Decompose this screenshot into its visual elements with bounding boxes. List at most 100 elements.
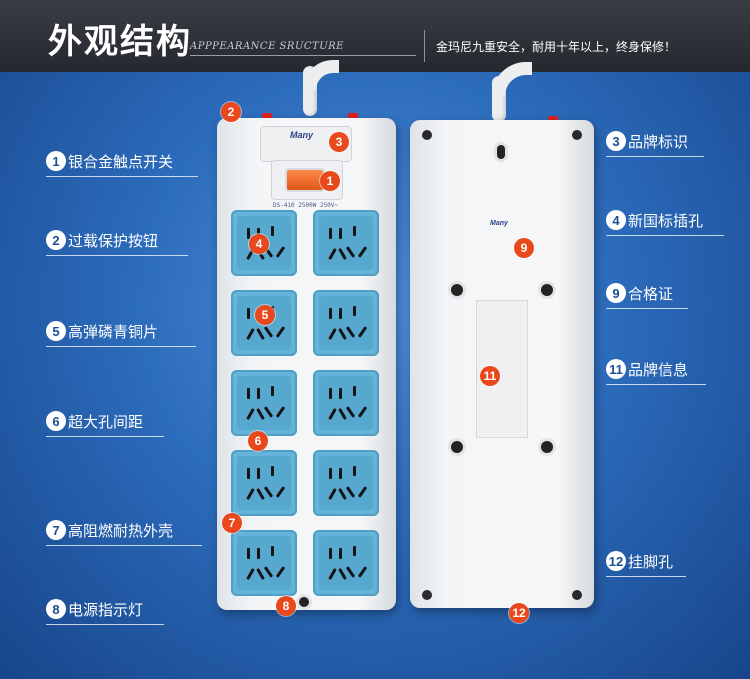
socket-pin-hole: [256, 408, 265, 420]
socket-pin-hole: [353, 226, 356, 236]
socket-pin-hole: [329, 548, 332, 559]
outlet-face: [319, 296, 373, 350]
socket-pin-hole: [247, 548, 250, 559]
screw: [572, 590, 582, 600]
label-text: 过载保护按钮: [68, 231, 159, 250]
label-text: 品牌标识: [628, 132, 689, 151]
label-number: 2: [46, 230, 66, 250]
socket-pin-hole: [339, 548, 342, 559]
header-slogan: 金玛尼九重安全，耐用十年以上，终身保修！: [436, 40, 677, 54]
socket-pin-hole: [275, 326, 286, 338]
socket-pin-hole: [329, 468, 332, 479]
outlet: [313, 210, 379, 276]
mount-hole: [451, 284, 463, 296]
power-strip-back: Many: [410, 120, 594, 608]
socket-pin-hole: [328, 568, 337, 580]
label-underline: [606, 308, 688, 309]
socket-pin-hole: [256, 488, 265, 500]
label-bronze: 5 高弹磷青铜片: [46, 318, 158, 344]
socket-pin-hole: [271, 546, 274, 556]
socket-pin-hole: [353, 386, 356, 396]
socket-pin-hole: [338, 488, 347, 500]
label-text: 电源指示灯: [68, 600, 144, 619]
brand-logo: Many: [290, 130, 314, 140]
socket-pin-hole: [329, 228, 332, 239]
label-overload: 2 过载保护按钮: [46, 227, 158, 253]
socket-pin-hole: [247, 308, 250, 319]
socket-pin-hole: [338, 408, 347, 420]
screw: [422, 130, 432, 140]
outlet: [231, 450, 297, 516]
socket-pin-hole: [329, 308, 332, 319]
socket-pin-hole: [357, 326, 368, 338]
socket-pin-hole: [345, 326, 356, 338]
socket-pin-hole: [328, 328, 337, 340]
label-underline: [606, 576, 686, 577]
socket-pin-hole: [357, 486, 368, 498]
overload-button: [348, 113, 358, 121]
socket-pin-hole: [328, 408, 337, 420]
label-text: 新国标插孔: [628, 211, 704, 230]
mount-hole: [451, 441, 463, 453]
header-bar: 外观结构 APPPEARANCE SRUCTURE 金玛尼九重安全，耐用十年以上…: [0, 0, 750, 72]
socket-pin-hole: [257, 468, 260, 479]
socket-pin-hole: [263, 566, 274, 578]
label-text: 高弹磷青铜片: [68, 322, 159, 341]
label-text: 挂脚孔: [628, 552, 674, 571]
socket-pin-hole: [338, 568, 347, 580]
outlet: [313, 370, 379, 436]
marker-6: 6: [248, 431, 268, 451]
socket-pin-hole: [275, 246, 286, 258]
label-text: 合格证: [628, 284, 674, 303]
socket-pin-hole: [275, 406, 286, 418]
socket-pin-hole: [275, 566, 286, 578]
socket-pin-hole: [338, 328, 347, 340]
socket-pin-hole: [271, 386, 274, 396]
label-underline: [606, 156, 704, 157]
outlet-face: [237, 456, 291, 510]
label-sockets: 4 新国标插孔: [606, 207, 703, 233]
socket-pin-hole: [246, 328, 255, 340]
outlet-face: [319, 376, 373, 430]
socket-pin-hole: [328, 248, 337, 260]
socket-pin-hole: [257, 548, 260, 559]
label-number: 6: [46, 411, 66, 431]
outlet: [313, 450, 379, 516]
outlet-face: [319, 536, 373, 590]
socket-pin-hole: [257, 228, 260, 239]
socket-pin-hole: [345, 486, 356, 498]
socket-pin-hole: [263, 486, 274, 498]
socket-pin-hole: [247, 468, 250, 479]
marker-2: 2: [221, 102, 241, 122]
socket-pin-hole: [247, 388, 250, 399]
outlet-face: [319, 456, 373, 510]
socket-pin-hole: [357, 566, 368, 578]
label-underline: [606, 384, 706, 385]
mount-hole: [541, 284, 553, 296]
label-number: 9: [606, 283, 626, 303]
label-text: 高阻燃耐热外壳: [68, 521, 174, 540]
label-underline: [46, 624, 164, 625]
marker-3: 3: [329, 132, 349, 152]
socket-pin-hole: [271, 466, 274, 476]
indicator-light: [299, 597, 309, 607]
label-underline: [46, 436, 164, 437]
socket-pin-hole: [263, 406, 274, 418]
back-brand-logo: Many: [490, 220, 508, 227]
label-underline: [606, 235, 724, 236]
socket-pin-hole: [339, 388, 342, 399]
socket-pin-hole: [246, 568, 255, 580]
outlet: [313, 290, 379, 356]
socket-pin-hole: [247, 228, 250, 239]
mount-hole: [541, 441, 553, 453]
marker-8: 8: [276, 596, 296, 616]
label-brand-mark: 3 品牌标识: [606, 128, 688, 154]
label-hang-hole: 12 挂脚孔: [606, 548, 673, 574]
keyhole-slot: [497, 145, 505, 159]
socket-pin-hole: [357, 246, 368, 258]
socket-pin-hole: [256, 328, 265, 340]
outlet: [313, 530, 379, 596]
label-text: 银合金触点开关: [68, 152, 174, 171]
outlet: [231, 530, 297, 596]
label-text: 品牌信息: [628, 360, 689, 379]
